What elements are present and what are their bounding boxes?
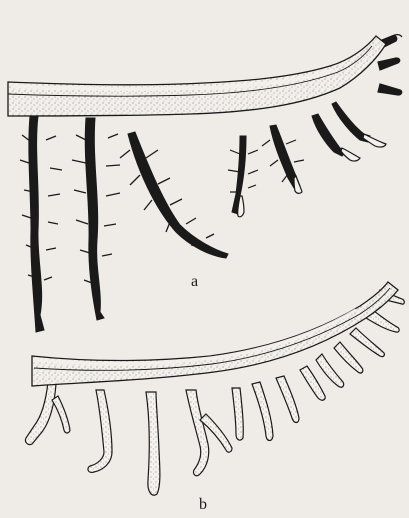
root-a-stem	[8, 36, 386, 116]
root-a	[8, 35, 402, 332]
root-b	[25, 282, 404, 495]
root-a-hairy-roots	[20, 102, 370, 332]
root-a-tips	[238, 134, 386, 217]
panel-label-b: b	[199, 496, 207, 514]
panel-label-a: a	[191, 273, 198, 291]
